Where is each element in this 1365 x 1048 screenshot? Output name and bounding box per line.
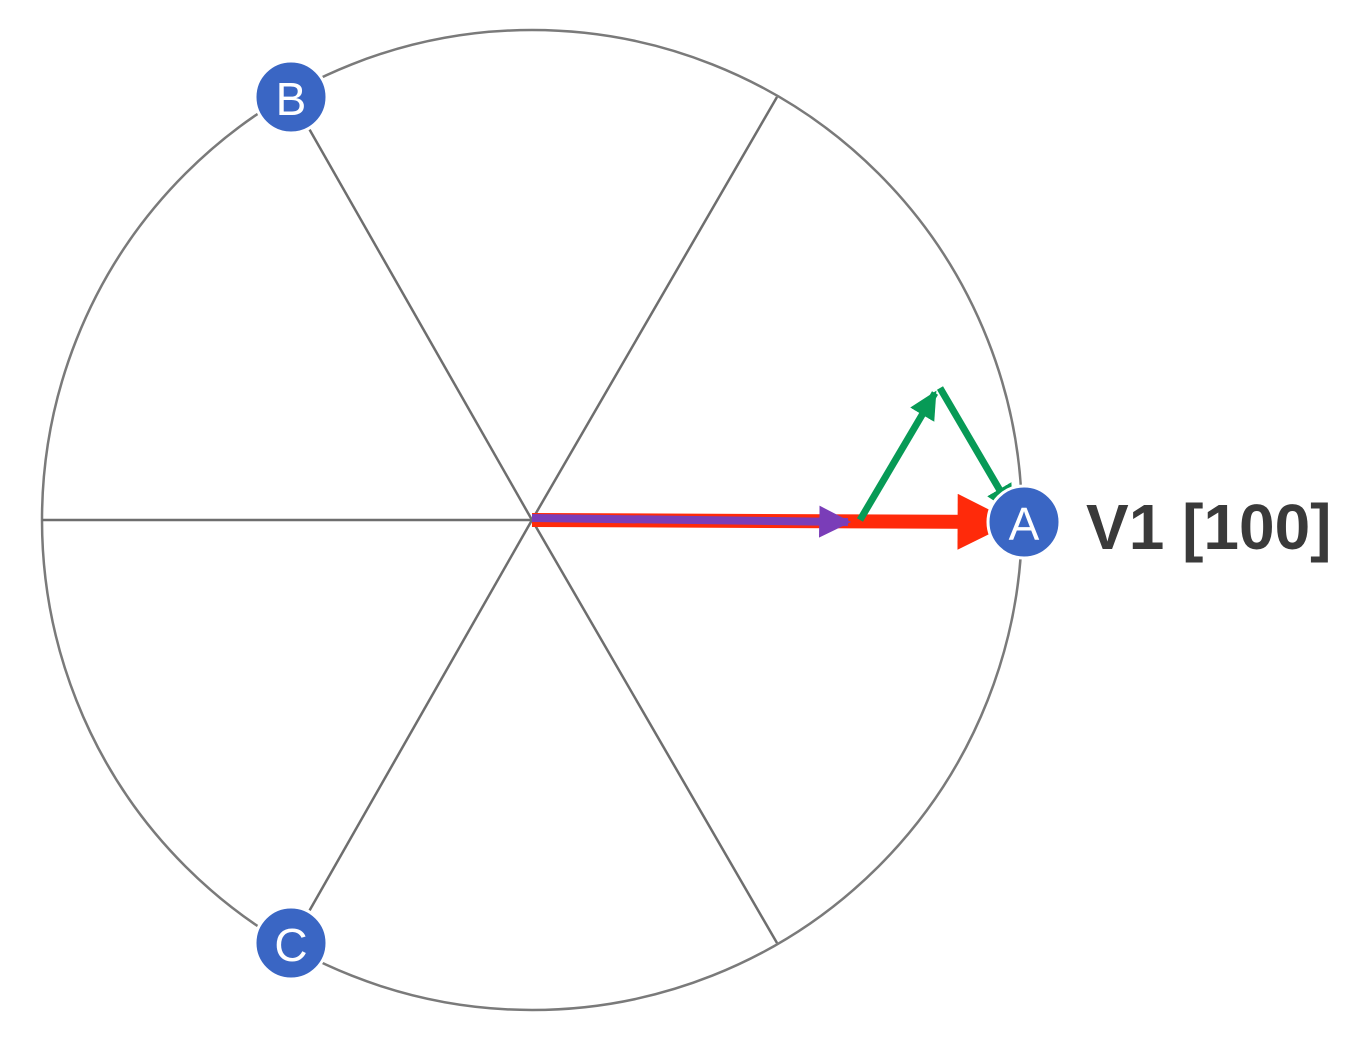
node-b-circle	[253, 59, 329, 135]
node-a-label: A	[1009, 498, 1040, 550]
green-vector-arrow-up	[856, 390, 939, 522]
green-vector-arrow-down	[936, 386, 1016, 514]
vector-label-v1: V1 [100]	[1086, 491, 1331, 563]
node-c: C	[253, 905, 329, 981]
spoke-lower-left	[289, 519, 534, 944]
node-a-circle	[986, 484, 1062, 560]
node-a: A	[986, 484, 1062, 560]
node-b-label: B	[276, 73, 307, 125]
spoke-lower-right	[530, 519, 779, 944]
spoke-upper-right	[530, 96, 779, 521]
purple-vector-arrow	[531, 505, 852, 538]
spoke-upper-left	[289, 96, 534, 521]
node-c-circle	[253, 905, 329, 981]
node-b: B	[253, 59, 329, 135]
node-c-label: C	[274, 919, 307, 971]
